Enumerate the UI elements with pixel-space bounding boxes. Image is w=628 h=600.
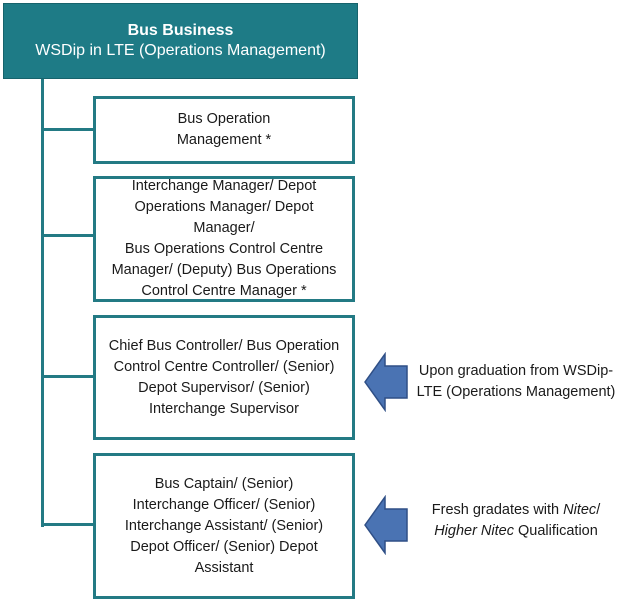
header-title: Bus Business [127, 22, 234, 39]
left-arrow-icon [364, 352, 408, 412]
level-label: Chief Bus Controller/ Bus Operation Cont… [108, 337, 340, 417]
header-subtitle: WSDip in LTE (Operations Management) [35, 42, 326, 59]
note-fresh-suffix: Qualification [513, 523, 598, 539]
level-label: Bus Captain/ (Senior) Interchange Office… [124, 475, 324, 576]
note-fresh-higher-nitec: Higher Nitec [434, 523, 514, 539]
note-graduation-line1: Upon graduation from WSDip- [418, 363, 614, 379]
level-box-manager: Interchange Manager/ Depot Operations Ma… [93, 176, 355, 302]
note-fresh-prefix: Fresh gradates with [431, 502, 564, 518]
connector-branch-1 [41, 128, 94, 131]
note-fresh-nitec: Nitec [563, 502, 597, 518]
level-label: Bus Operation Management * [176, 111, 272, 148]
level-label: Interchange Manager/ Depot Operations Ma… [111, 178, 337, 299]
level-box-officer: Bus Captain/ (Senior) Interchange Office… [93, 453, 355, 599]
note-graduation: Upon graduation from WSDip- LTE (Operati… [408, 361, 624, 403]
left-arrow-icon [364, 495, 408, 555]
header-bus-business: Bus Business WSDip in LTE (Operations Ma… [3, 3, 358, 79]
note-fresh-graduates: Fresh gradates with Nitec/ Higher Nitec Q… [408, 500, 624, 542]
connector-branch-2 [41, 234, 94, 237]
level-box-bus-operation-management: Bus Operation Management * [93, 96, 355, 164]
connector-branch-3 [41, 375, 94, 378]
note-graduation-line2: LTE (Operations Management) [416, 384, 616, 400]
connector-branch-4 [41, 523, 94, 526]
connector-spine [41, 79, 44, 527]
note-fresh-slash: / [596, 502, 601, 518]
level-box-supervisor: Chief Bus Controller/ Bus Operation Cont… [93, 315, 355, 440]
